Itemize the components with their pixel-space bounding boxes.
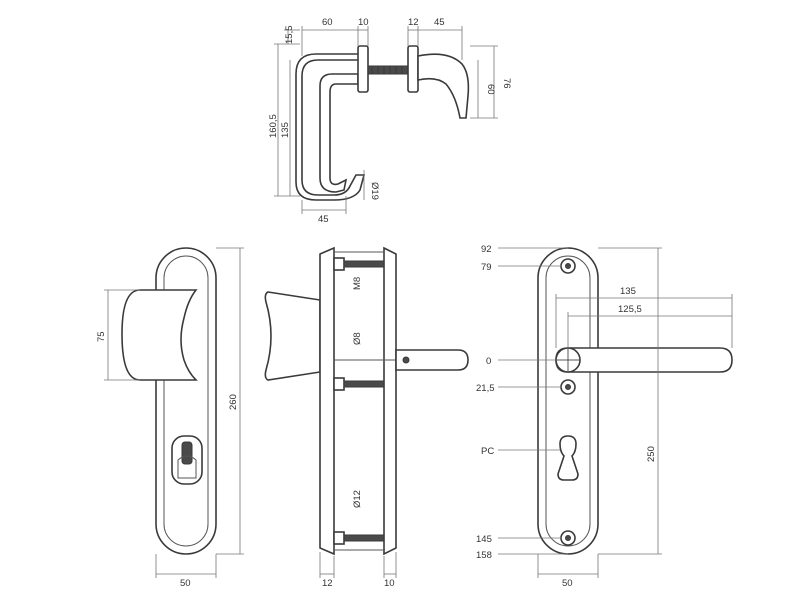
- lever-grub-screw: [402, 356, 410, 364]
- dim-12-top: 12: [408, 17, 419, 28]
- dim-d19: Ø19: [369, 182, 380, 200]
- front-view: 75 260 50: [96, 247, 244, 589]
- dim-45-bottom: 45: [318, 214, 329, 225]
- left-rose: [357, 45, 369, 93]
- knob: [121, 289, 198, 381]
- screw-middle: [333, 377, 385, 391]
- dim-15-5: 15,5: [284, 26, 295, 45]
- dim-50-lever: 50: [562, 578, 573, 589]
- dim-m8: M8: [352, 277, 363, 290]
- screw-bottom: [333, 531, 385, 545]
- dim-79: 79: [481, 262, 492, 273]
- dim-0: 0: [486, 356, 491, 367]
- dim-pc: PC: [481, 446, 494, 457]
- lever-side: [395, 349, 469, 371]
- dim-125-5: 125,5: [618, 304, 642, 315]
- dim-10-side: 10: [384, 578, 395, 589]
- dim-60-v: 60: [485, 84, 496, 95]
- dim-d8: Ø8: [352, 332, 363, 345]
- lever-view: 92 79 0 21,5 PC 145 158 135 125,5 250 50: [476, 244, 733, 589]
- dim-12-side: 12: [322, 578, 333, 589]
- dim-45-top: 45: [434, 17, 445, 28]
- dim-75: 75: [96, 331, 107, 342]
- knob-side-profile: [264, 291, 321, 381]
- dim-60: 60: [322, 17, 333, 28]
- lever-handle: [555, 347, 733, 373]
- profile-cylinder-hole: [557, 435, 579, 481]
- cylinder-turn: [181, 441, 193, 465]
- dim-250: 250: [646, 446, 657, 462]
- lever-backplate: [537, 247, 599, 555]
- dim-160-5: 160,5: [268, 114, 279, 138]
- outer-plate-side: [319, 246, 335, 556]
- dim-158: 158: [476, 550, 492, 561]
- inner-plate-side: [383, 246, 397, 556]
- dim-50-front: 50: [180, 578, 191, 589]
- dim-260: 260: [228, 394, 239, 410]
- right-rose: [407, 45, 419, 93]
- pull-handle-inner: [319, 73, 359, 193]
- dim-135-top: 135: [280, 122, 291, 138]
- knob-backplate-inner: [163, 255, 209, 547]
- dim-145: 145: [476, 534, 492, 545]
- dim-76: 76: [501, 78, 512, 89]
- cylinder-profile: [177, 455, 197, 479]
- lever-profile: [417, 53, 470, 119]
- dim-135-lever: 135: [620, 286, 636, 297]
- lever-backplate-inner: [545, 255, 591, 547]
- top-view: 60 10 12 45 15,5 160,5 135 76 60 Ø19 45: [268, 17, 512, 225]
- dim-21-5: 21,5: [476, 383, 495, 394]
- side-view: M8 Ø8 Ø12 12 10: [264, 246, 469, 589]
- screw-top: [333, 257, 385, 271]
- dim-10-top: 10: [358, 17, 369, 28]
- spindle-thread: [367, 65, 409, 75]
- dim-92: 92: [481, 244, 492, 255]
- dim-d12: Ø12: [352, 490, 363, 508]
